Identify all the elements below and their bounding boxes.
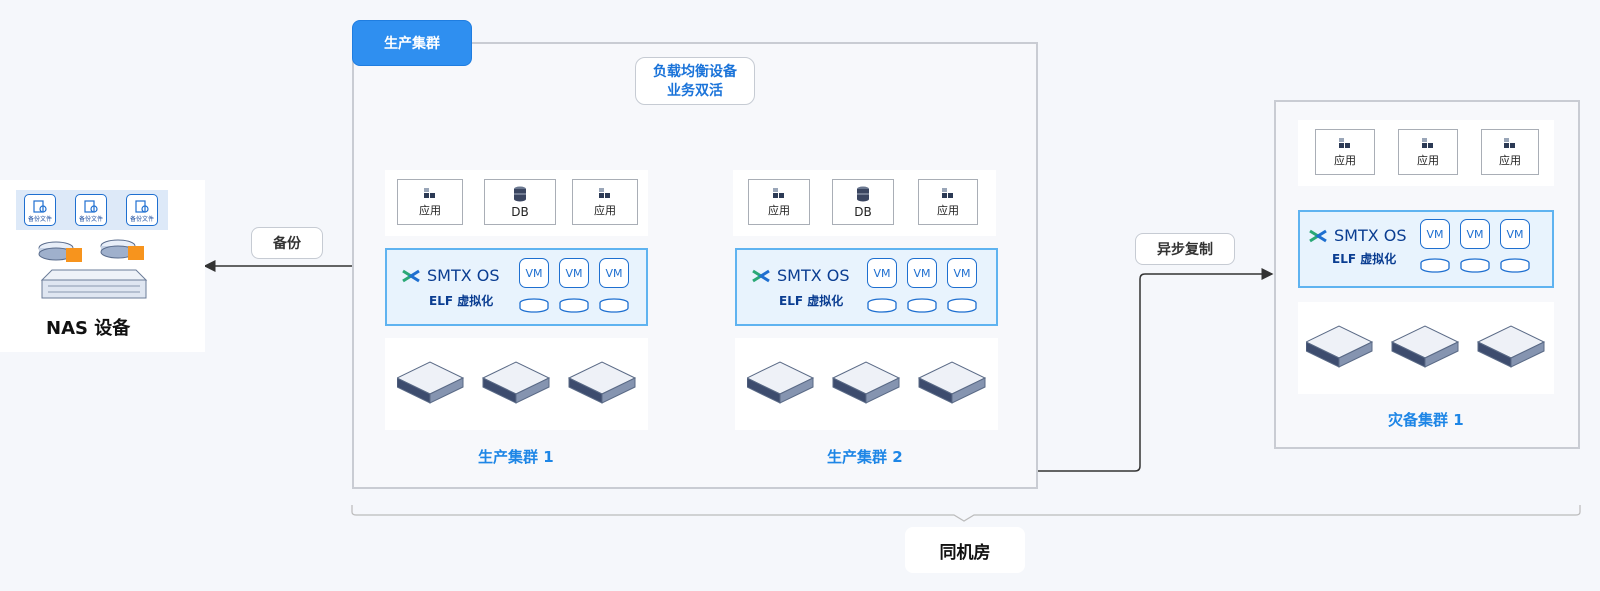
dr-app-3: 应用 (1481, 129, 1539, 175)
cluster2-db: DB (832, 179, 894, 225)
cluster2-vm-2: VM (907, 258, 937, 288)
load-balancer-line2: 业务双活 (667, 83, 723, 99)
cluster2-server-panel (735, 338, 998, 430)
cluster2-vm-3: VM (947, 258, 977, 288)
app-icon (1339, 137, 1350, 148)
cluster1-elf-label: ELF 虚拟化 (429, 294, 494, 308)
production-group-tab: 生产集群 (352, 20, 472, 66)
cluster2-elf-box: SMTX OS ELF 虚拟化 VM VM VM (735, 248, 998, 326)
dr-cluster-label: 灾备集群 1 (1388, 411, 1464, 429)
server-icons (397, 361, 637, 404)
smtx-logo-icon (752, 269, 770, 282)
app-icon (1504, 137, 1515, 148)
same-room-label: 同机房 (905, 527, 1025, 573)
dr-app-1: 应用 (1315, 129, 1375, 175)
cluster1-vm-3: VM (599, 258, 629, 288)
cluster1-server-panel (385, 338, 648, 430)
cluster2-label: 生产集群 2 (827, 448, 903, 466)
cluster2-elf-label: ELF 虚拟化 (779, 294, 844, 308)
dr-elf-box: SMTX OS ELF 虚拟化 VM VM VM (1298, 210, 1554, 288)
document-icon (84, 200, 98, 213)
cluster1-db: DB (484, 179, 556, 225)
nas-rack-icon (40, 269, 148, 299)
app-icon (1422, 137, 1433, 148)
cluster2-vm-1: VM (867, 258, 897, 288)
cluster2-app-2: 应用 (918, 179, 978, 225)
cluster1-smtx-os: SMTX OS (401, 266, 500, 285)
database-icon (514, 186, 526, 201)
server-icons (747, 361, 987, 404)
cluster1-app-2: 应用 (572, 179, 638, 225)
cluster1-elf-box: SMTX OS ELF 虚拟化 VM VM VM (385, 248, 648, 326)
backup-label: 备份 (251, 227, 323, 259)
cluster1-label: 生产集群 1 (478, 448, 554, 466)
disk-icons (867, 298, 977, 313)
document-icon (33, 200, 47, 213)
backup-file-1: 备份文件 (24, 194, 56, 226)
nas-panel: 备份文件 备份文件 备份文件 NAS 设备 (0, 180, 205, 352)
nas-disks-icon (38, 239, 144, 262)
nas-label: NAS 设备 (46, 318, 131, 339)
cluster2-app-1: 应用 (748, 179, 810, 225)
dr-smtx-os: SMTX OS (1308, 226, 1407, 245)
disk-icons (1420, 258, 1530, 273)
app-icon (942, 187, 953, 198)
cluster2-smtx-os: SMTX OS (751, 266, 850, 285)
backup-file-3: 备份文件 (126, 194, 158, 226)
cluster1-app-1: 应用 (397, 179, 463, 225)
app-icon (599, 187, 610, 198)
disk-icons (519, 298, 629, 313)
cluster1-vm-2: VM (559, 258, 589, 288)
backup-file-2: 备份文件 (75, 194, 107, 226)
server-icons (1306, 325, 1546, 368)
smtx-logo-icon (402, 269, 420, 282)
dr-app-2: 应用 (1398, 129, 1458, 175)
cluster1-vm-1: VM (519, 258, 549, 288)
dr-vm-1: VM (1420, 219, 1450, 249)
load-balancer-box: 负载均衡设备 业务双活 (635, 57, 755, 105)
document-icon (135, 200, 149, 213)
dr-vm-2: VM (1460, 219, 1490, 249)
async-replication-label: 异步复制 (1135, 233, 1235, 265)
database-icon (857, 186, 869, 201)
app-icon (424, 187, 435, 198)
smtx-logo-icon (1309, 229, 1327, 242)
dr-vm-3: VM (1500, 219, 1530, 249)
app-icon (773, 187, 784, 198)
dr-server-panel (1298, 302, 1554, 394)
load-balancer-line1: 负载均衡设备 (653, 64, 737, 80)
dr-elf-label: ELF 虚拟化 (1332, 252, 1397, 266)
